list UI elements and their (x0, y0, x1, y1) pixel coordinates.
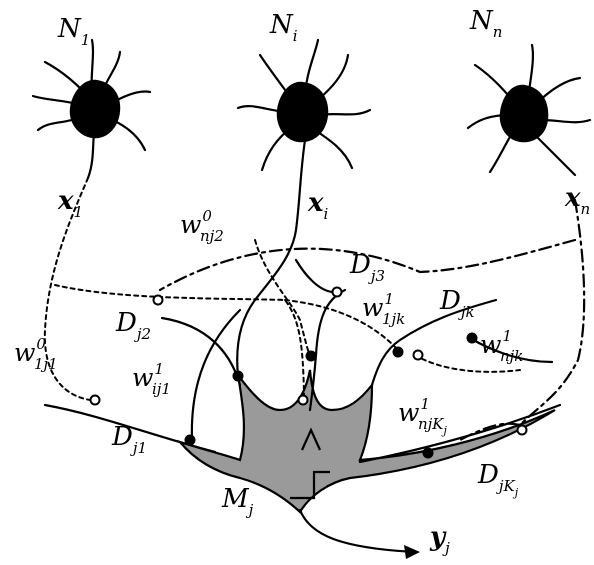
synapse-dj3 (333, 288, 342, 297)
synapse-open-mid (299, 396, 308, 405)
label-w0-1j1: w01j1 (14, 340, 58, 365)
label-dj1: Dj1 (112, 424, 147, 450)
synapse-filled-mid (307, 352, 316, 361)
label-w1-njkj: w1njKj (398, 400, 447, 425)
label-dj3: Dj3 (350, 252, 385, 278)
axon-ni-branch-dj3 (296, 260, 332, 292)
synapse-open-jk (414, 351, 423, 360)
input-xn-main (520, 200, 584, 425)
synapse-w1-ij1 (186, 436, 195, 445)
label-xi: xi (308, 190, 328, 216)
label-w0-nj2: w0nj2 (180, 212, 224, 237)
synapse-w0-1j1 (91, 396, 100, 405)
output-axon (300, 510, 415, 552)
synapse-w1-1jk (394, 348, 403, 357)
label-xn: xn (565, 185, 590, 211)
label-mj: Mj (222, 486, 253, 512)
synapse-open-djkj (518, 426, 527, 435)
neuron-body-n1 (70, 80, 121, 138)
label-djk: Djk (440, 288, 475, 314)
label-nn: Nn (470, 8, 502, 34)
synapse-filled-left (234, 372, 243, 381)
label-w1-1jk: w11jk (362, 295, 405, 320)
input-x1-to-soma (55, 285, 304, 395)
synapse-w1-njkj (424, 449, 433, 458)
label-w1-njk: w1njk (480, 332, 523, 357)
label-x1: x1 (58, 188, 83, 214)
label-dj2: Dj2 (116, 310, 151, 336)
label-n1: N1 (58, 16, 90, 42)
label-yj: yj (430, 524, 450, 550)
axon-ni (237, 140, 305, 376)
label-ni: Ni (270, 12, 298, 38)
synapse-w1-njk (468, 334, 477, 343)
label-w1-ij1: w1ij1 (132, 365, 171, 390)
label-djkj: DjKj (478, 462, 518, 488)
synapse-w0-nj2 (154, 296, 163, 305)
output-arrowhead (404, 545, 420, 559)
